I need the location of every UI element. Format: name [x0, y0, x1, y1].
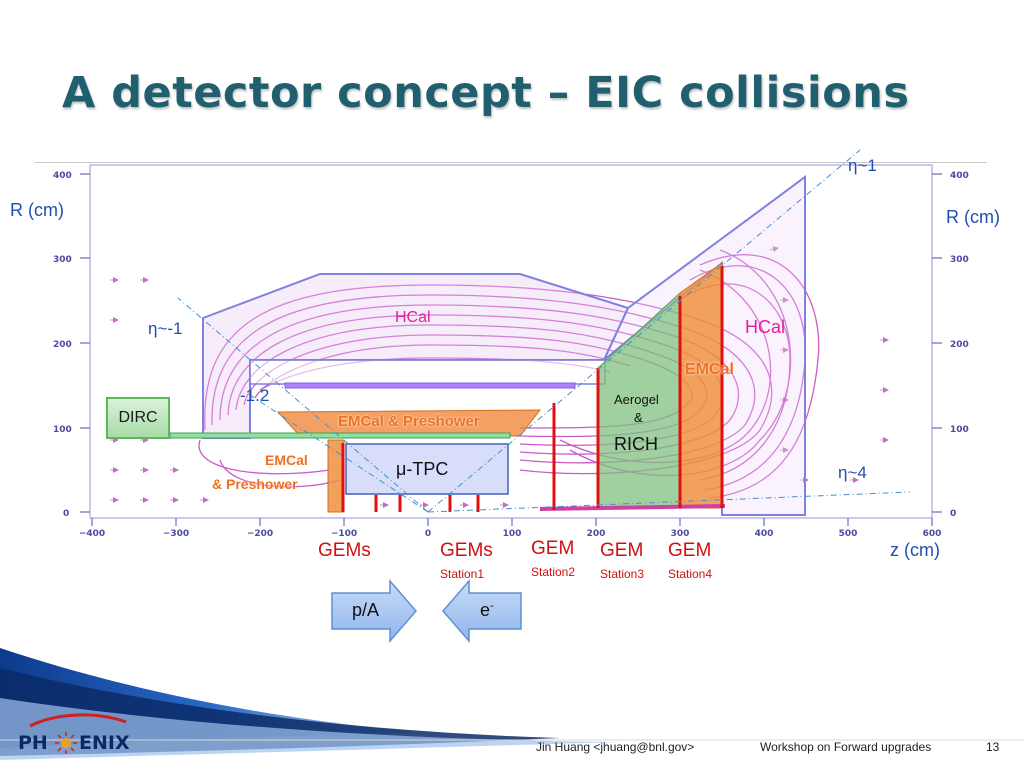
title-divider [35, 162, 987, 163]
gem-station3-sub: Station3 [600, 567, 645, 581]
forward-hcal-outline [603, 175, 806, 516]
svg-text:600: 600 [923, 529, 942, 539]
gem-station3-label: GEM [600, 540, 644, 561]
page-number: 13 [986, 740, 1000, 754]
beampipe [539, 504, 726, 511]
emcal-preshower-barrel-label: EMCal & Preshower [338, 413, 480, 430]
phenix-logo-right: ENIX [79, 732, 130, 754]
svg-text:−400: −400 [79, 529, 105, 539]
gem-stations [341, 266, 724, 512]
gem-station2-label: GEM [531, 538, 575, 559]
phenix-logo-left: PH [18, 732, 48, 754]
emcal-left-label-1: EMCal [265, 452, 308, 468]
r-tick-200-right: 200 [950, 340, 969, 350]
eta-minus12-label: -1.2 [240, 386, 270, 405]
gems-station1-sub: Station1 [440, 567, 485, 581]
svg-text:100: 100 [503, 529, 522, 539]
eta-lines [177, 149, 911, 513]
gems-backward-label: GEMs [318, 540, 371, 561]
r-tick-300-right: 300 [950, 255, 969, 265]
z-axis-label: z (cm) [890, 540, 940, 560]
r-tick-0: 0 [63, 509, 69, 519]
tpc-label: μ-TPC [396, 459, 449, 479]
svg-text:0: 0 [425, 529, 431, 539]
r-tick-0-right: 0 [950, 509, 956, 519]
barrel-inner-box [249, 359, 606, 385]
hcal-center-label: HCal [395, 309, 431, 326]
svg-text:200: 200 [587, 529, 606, 539]
footer-author: Jin Huang <jhuang@bnl.gov> [536, 740, 695, 754]
plot-frame [89, 164, 933, 519]
beam-pa-label: p/A [352, 600, 380, 620]
aerogel-label-1: Aerogel [614, 392, 659, 407]
r-tick-100-right: 100 [950, 425, 969, 435]
dirc-label: DIRC [118, 409, 158, 426]
svg-text:500: 500 [839, 529, 858, 539]
gem-station4-sub: Station4 [668, 567, 713, 581]
gems-station1-label: GEMs [440, 540, 493, 561]
svg-text:−100: −100 [331, 529, 357, 539]
r-tick-100: 100 [53, 425, 72, 435]
svg-text:−300: −300 [163, 529, 189, 539]
svg-text:400: 400 [755, 529, 774, 539]
r-tick-labels-right: 400 300 200 100 0 [950, 171, 969, 519]
sun-icon [55, 732, 77, 754]
emcal-forward [679, 262, 723, 509]
r-tick-labels-left: 400 300 200 100 0 [53, 171, 72, 519]
eta-4-label: η~4 [838, 463, 867, 482]
beam-arrow-electron [442, 579, 522, 643]
emcal-preshower-barrel [276, 409, 542, 437]
z-axis-ticks [91, 518, 933, 526]
beam-electron-label: e- [480, 600, 494, 620]
footer-swoosh [0, 648, 1024, 760]
r-axis-ticks [80, 173, 942, 513]
emcal-right-label: EMCal [685, 361, 734, 378]
field-vectors [110, 246, 889, 508]
r-axis-label-left: R (cm) [10, 200, 64, 220]
aerogel-label-2: & [634, 410, 643, 425]
dirc-bar [169, 432, 511, 439]
slide-title: A detector concept – EIC collisions [62, 68, 910, 118]
z-tick-labels: −400 −300 −200 −100 0 100 200 300 400 50… [79, 529, 942, 539]
tpc-box [345, 443, 509, 495]
eta-1-label: η~1 [848, 156, 877, 175]
r-tick-200: 200 [53, 340, 72, 350]
r-tick-300: 300 [53, 255, 72, 265]
r-axis-label-right: R (cm) [946, 207, 1000, 227]
eta-minus1-label: η~-1 [148, 319, 183, 338]
dirc-box: DIRC [106, 397, 170, 439]
svg-text:−200: −200 [247, 529, 273, 539]
barrel-emcal-strip [284, 382, 576, 389]
footer-event: Workshop on Forward upgrades [760, 740, 932, 754]
gem-station4-label: GEM [668, 540, 712, 561]
svg-text:300: 300 [671, 529, 690, 539]
gem-station2-sub: Station2 [531, 565, 576, 579]
beam-arrow-pa [331, 579, 417, 643]
rich-label: RICH [614, 434, 658, 454]
r-tick-400-right: 400 [950, 171, 969, 181]
phenix-logo-swoosh [29, 713, 127, 728]
r-tick-400: 400 [53, 171, 72, 181]
emcal-left-label-2: & Preshower [212, 476, 298, 492]
hcal-right-label: HCal [745, 317, 786, 337]
